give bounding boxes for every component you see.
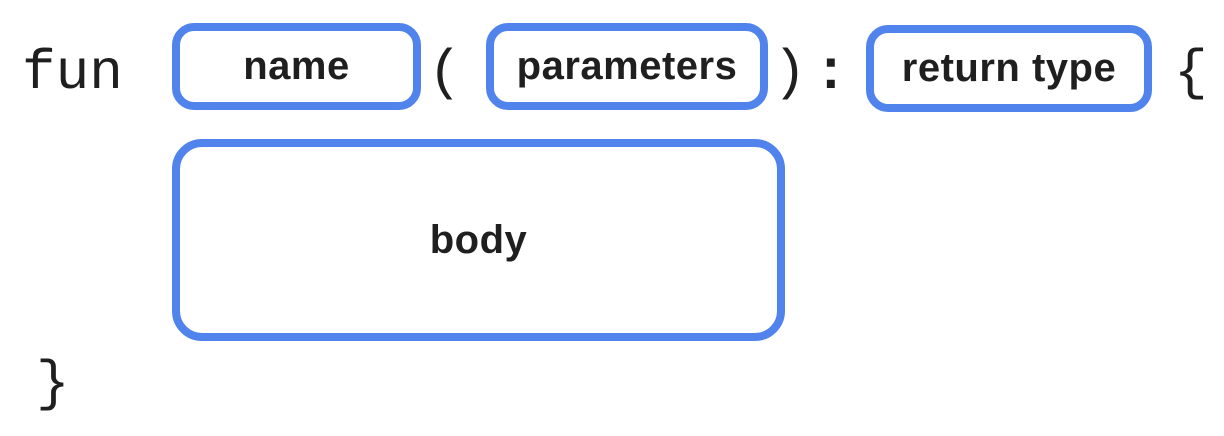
return-type-placeholder-label: return type: [901, 46, 1117, 90]
return-type-placeholder-box: return type: [866, 25, 1152, 112]
close-brace-token: }: [36, 352, 70, 416]
close-paren-token: ): [773, 41, 807, 105]
name-placeholder-label: name: [243, 44, 350, 88]
fun-keyword: fun: [22, 41, 123, 105]
parameters-placeholder-box: parameters: [486, 23, 768, 110]
name-placeholder-box: name: [172, 23, 421, 110]
parameters-placeholder-label: parameters: [516, 44, 738, 88]
open-paren-token: (: [428, 41, 462, 105]
colon-token: :: [814, 41, 848, 105]
body-placeholder-label: body: [429, 217, 528, 262]
open-brace-token: {: [1174, 41, 1208, 105]
body-placeholder-box: body: [172, 139, 785, 341]
